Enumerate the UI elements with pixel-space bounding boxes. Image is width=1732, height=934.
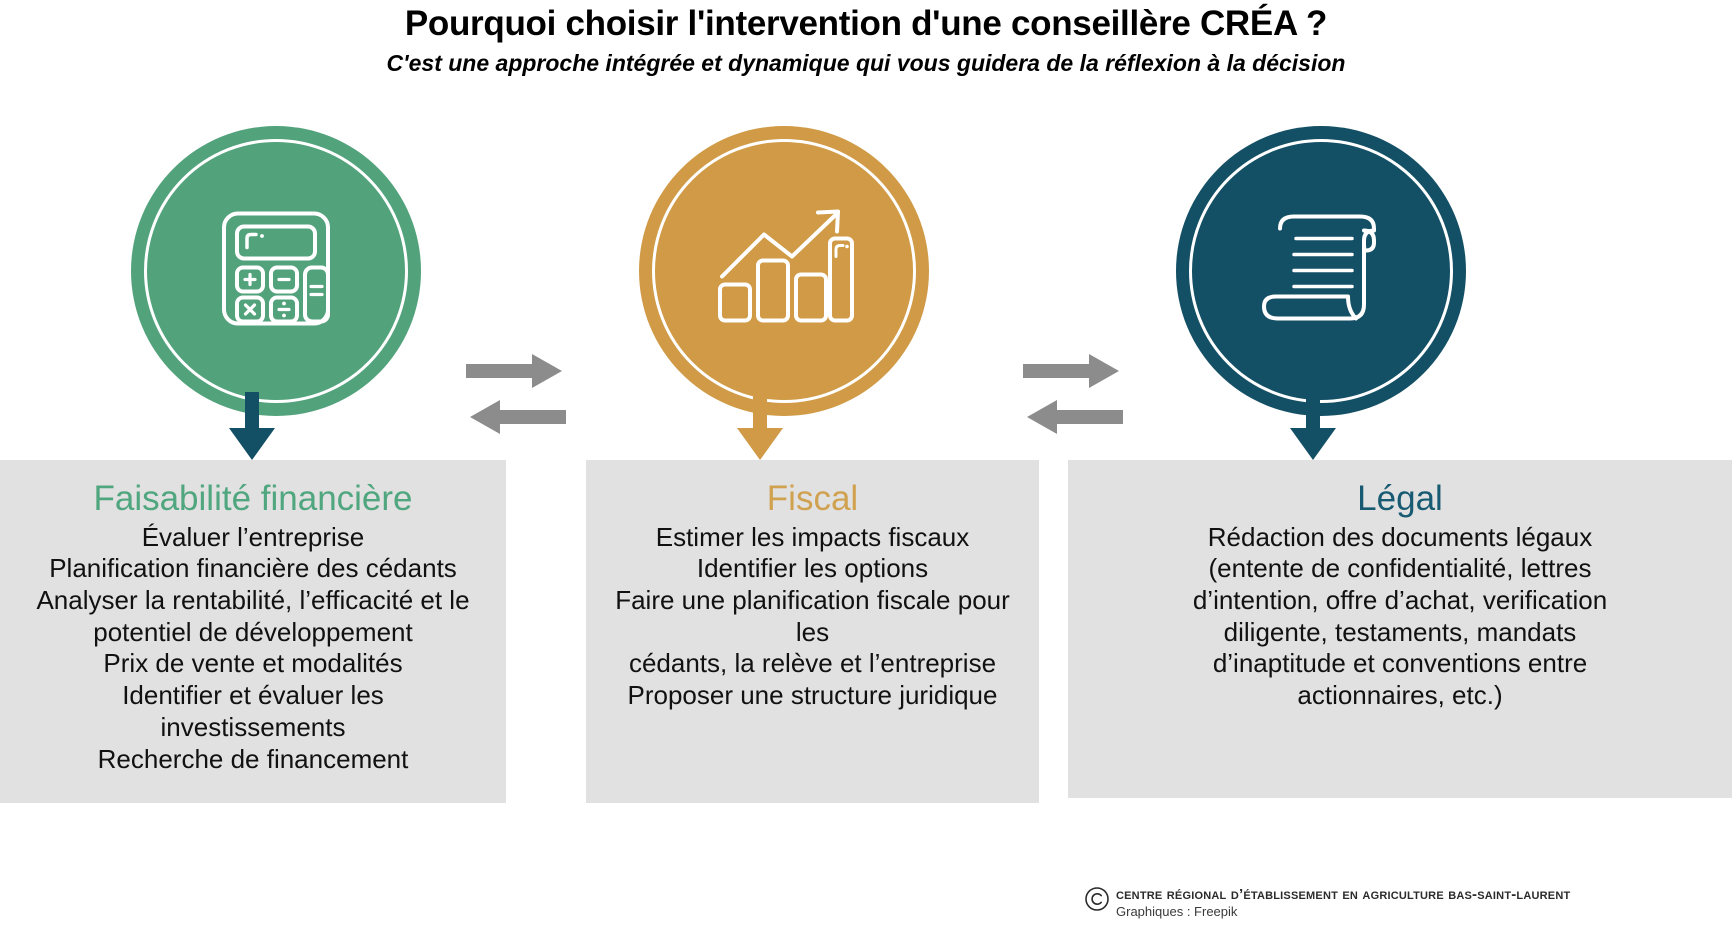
- double-arrow-icon: [1023, 354, 1123, 434]
- panel-fiscal: Fiscal Estimer les impacts fiscaux Ident…: [586, 460, 1039, 803]
- down-arrow-financial: [229, 392, 275, 462]
- panel-financial-title: Faisabilité financière: [93, 479, 413, 518]
- panel-fiscal-line: Faire une planification fiscale pour les: [615, 584, 1010, 647]
- panel-legal-line: Rédaction des documents légaux: [1207, 521, 1593, 552]
- panel-legal-title: Légal: [1357, 479, 1443, 518]
- panel-fiscal-line: Estimer les impacts fiscaux: [655, 521, 970, 552]
- panel-legal-line: d’inaptitude et conventions entre: [1212, 648, 1588, 679]
- circle-financial: [131, 126, 421, 416]
- panel-financial-line: Planification financière des cédants: [49, 553, 457, 584]
- panel-financial-line: Recherche de financement: [97, 743, 409, 774]
- circle-legal-shape: [1176, 126, 1466, 416]
- double-arrow-icon: [466, 354, 566, 434]
- exchange-arrows-2: [1023, 348, 1123, 440]
- panel-financial-line: potentiel de développement: [93, 616, 413, 647]
- page-title: Pourquoi choisir l'intervention d'une co…: [404, 4, 1328, 43]
- panel-legal-line: d’intention, offre d’achat, verification: [1192, 584, 1608, 615]
- panel-financial-line: Prix de vente et modalités: [103, 648, 403, 679]
- panel-fiscal-line: Proposer une structure juridique: [627, 680, 998, 711]
- down-arrow-legal: [1290, 392, 1336, 462]
- panel-financial-line: Évaluer l’entreprise: [141, 521, 365, 552]
- circle-fiscal: [639, 126, 929, 416]
- panel-fiscal-line: Identifier les options: [696, 553, 929, 584]
- calculator-icon: [218, 208, 334, 335]
- process-circles-row: [0, 126, 1732, 434]
- bar-chart-growth-icon: [714, 205, 854, 338]
- footer-attribution: Centre régional d’établissement en agric…: [1084, 886, 1570, 920]
- page-subtitle: C'est une approche intégrée et dynamique…: [386, 50, 1346, 77]
- exchange-arrows-1: [466, 348, 566, 440]
- copyright-icon: [1084, 886, 1110, 912]
- panel-fiscal-title: Fiscal: [766, 479, 859, 518]
- footer-organization: Centre régional d’établissement en agric…: [1116, 886, 1571, 903]
- circle-legal: [1176, 126, 1466, 416]
- panel-financial-line: Identifier et évaluer les: [122, 680, 384, 711]
- header: Pourquoi choisir l'intervention d'une co…: [0, 0, 1732, 77]
- panel-legal-line: diligente, testaments, mandats: [1223, 616, 1577, 647]
- panel-financial-line: Analyser la rentabilité, l’efficacité et…: [36, 584, 470, 615]
- circle-financial-shape: [131, 126, 421, 416]
- panel-fiscal-line: cédants, la relève et l’entreprise: [628, 648, 997, 679]
- panel-financial-line: investissements: [160, 711, 346, 742]
- content-panels: Faisabilité financière Évaluer l’entrepr…: [0, 460, 1732, 810]
- down-arrow-fiscal: [737, 392, 783, 462]
- panel-legal: Légal Rédaction des documents légaux (en…: [1068, 460, 1732, 798]
- panel-legal-line: (entente de confidentialité, lettres: [1208, 553, 1592, 584]
- footer-credit: Graphiques : Freepik: [1116, 904, 1238, 920]
- circle-fiscal-shape: [639, 126, 929, 416]
- scroll-document-icon: [1256, 201, 1386, 342]
- panel-financial: Faisabilité financière Évaluer l’entrepr…: [0, 460, 506, 803]
- panel-legal-line: actionnaires, etc.): [1297, 680, 1503, 711]
